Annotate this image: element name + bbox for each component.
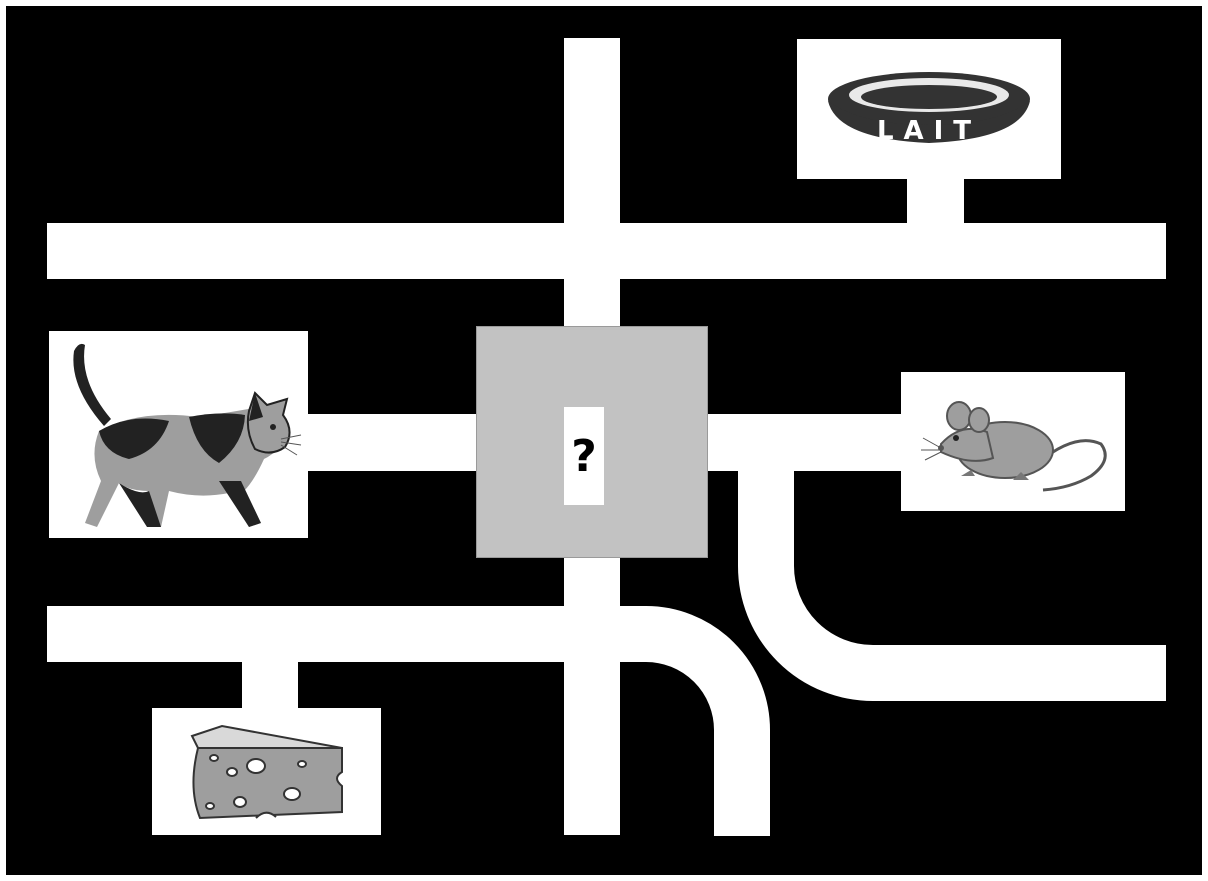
question-mark: ? — [571, 431, 597, 482]
question-card: ? — [564, 407, 604, 505]
cat-icon — [49, 331, 308, 538]
bowl-label: LAIT — [877, 116, 981, 146]
maze-board: ? LAIT — [6, 6, 1202, 875]
cheese-card[interactable] — [152, 708, 381, 835]
cat-card[interactable] — [49, 331, 308, 538]
center-box[interactable]: ? — [476, 326, 708, 558]
cheese-icon — [152, 708, 381, 835]
mouse-card[interactable] — [901, 372, 1125, 511]
milk-bowl-card[interactable]: LAIT — [797, 39, 1061, 179]
mouse-icon — [901, 372, 1125, 511]
milk-bowl-icon: LAIT — [797, 39, 1061, 179]
road-curve-bottom — [606, 634, 742, 836]
